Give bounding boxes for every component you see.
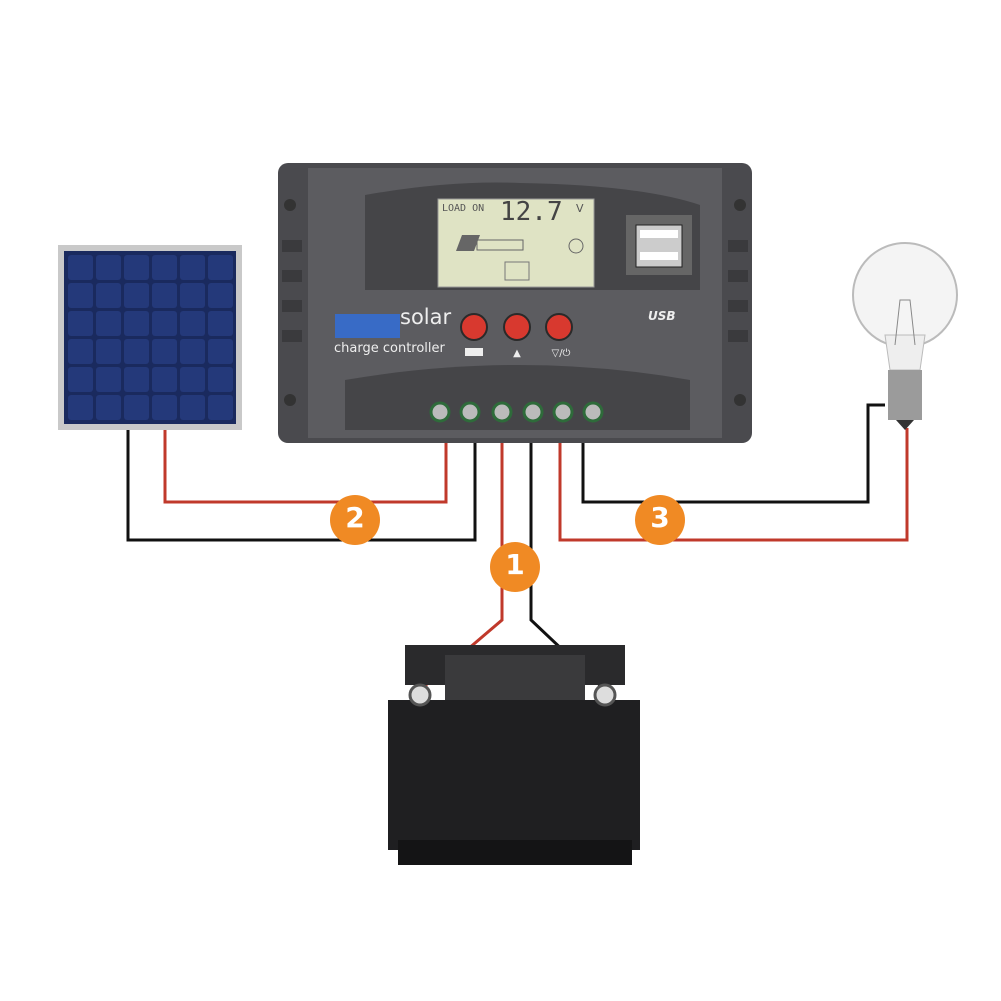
- light-bulb: [852, 242, 958, 430]
- solar-cell: [68, 283, 93, 308]
- battery-negative-terminal: [593, 683, 617, 707]
- up-button-symbol: ▲: [513, 348, 521, 359]
- menu-button[interactable]: [460, 313, 488, 341]
- solar-cell: [152, 283, 177, 308]
- lcd-voltage: 12.7: [500, 197, 563, 227]
- usb-port[interactable]: [626, 215, 692, 275]
- step-number-2: 2: [345, 501, 365, 534]
- terminal-screw: [429, 401, 451, 423]
- solar-cell: [68, 367, 93, 392]
- solar-cell: [180, 255, 205, 280]
- panel-negative-wire: [126, 430, 477, 542]
- battery: [388, 645, 640, 865]
- solar-cell: [152, 367, 177, 392]
- battery-positive-terminal: [408, 683, 432, 707]
- solar-cell: [96, 311, 121, 336]
- step-badge-2: [330, 495, 380, 545]
- solar-cell: [208, 395, 233, 420]
- down-power-button-symbol: ▽/⏻: [552, 348, 571, 359]
- lcd-battery-icon: [504, 261, 530, 281]
- lcd-bulb-icon: [568, 238, 584, 254]
- solar-cell: [124, 255, 149, 280]
- lcd-voltage-unit: V: [576, 202, 584, 215]
- solar-cell: [124, 283, 149, 308]
- brand-charge-controller-label: charge controller: [334, 341, 445, 356]
- solar-panel: [58, 245, 242, 430]
- solar-cell: [68, 395, 93, 420]
- lcd-panel-icon: [456, 235, 480, 251]
- solar-cell: [180, 283, 205, 308]
- step-number-3: 3: [650, 501, 670, 534]
- solar-cell: [180, 311, 205, 336]
- solar-cell: [124, 311, 149, 336]
- terminal-screw: [491, 401, 513, 423]
- solar-cell: [96, 339, 121, 364]
- solar-cell: [180, 367, 205, 392]
- step-number-1: 1: [505, 548, 525, 581]
- solar-cell: [208, 255, 233, 280]
- menu-button-symbol: [465, 348, 483, 356]
- solar-cell: [96, 395, 121, 420]
- solar-cell: [180, 339, 205, 364]
- load-negative-wire: [581, 403, 885, 504]
- solar-cell: [96, 283, 121, 308]
- up-button[interactable]: [503, 313, 531, 341]
- load-positive-wire: [558, 428, 909, 542]
- solar-cell: [68, 339, 93, 364]
- terminal-screw: [522, 401, 544, 423]
- solar-cell: [152, 395, 177, 420]
- solar-cell: [124, 339, 149, 364]
- lcd-load-status: LOAD ON: [442, 203, 485, 214]
- solar-cell: [68, 311, 93, 336]
- step-badge-1: [490, 542, 540, 592]
- solar-cell: [208, 311, 233, 336]
- step-badge-3: [635, 495, 685, 545]
- solar-cell: [152, 255, 177, 280]
- solar-cell: [68, 255, 93, 280]
- solar-cell: [96, 255, 121, 280]
- blue-logo: [335, 314, 400, 338]
- solar-cell: [124, 367, 149, 392]
- solar-cell: [208, 339, 233, 364]
- terminal-screw: [582, 401, 604, 423]
- terminal-screw: [552, 401, 574, 423]
- solar-cell: [180, 395, 205, 420]
- usb-label: USB: [648, 309, 676, 323]
- solar-cell: [152, 311, 177, 336]
- lcd-screen: [437, 198, 595, 288]
- down-power-button[interactable]: [545, 313, 573, 341]
- solar-cell: [152, 339, 177, 364]
- solar-cell: [208, 283, 233, 308]
- terminal-screw: [459, 401, 481, 423]
- panel-positive-wire: [163, 430, 448, 504]
- terminal-block: [429, 401, 604, 423]
- brand-solar-label: solar: [400, 305, 452, 329]
- solar-cell: [124, 395, 149, 420]
- solar-cell: [208, 367, 233, 392]
- wires: [126, 403, 909, 692]
- solar-cell: [96, 367, 121, 392]
